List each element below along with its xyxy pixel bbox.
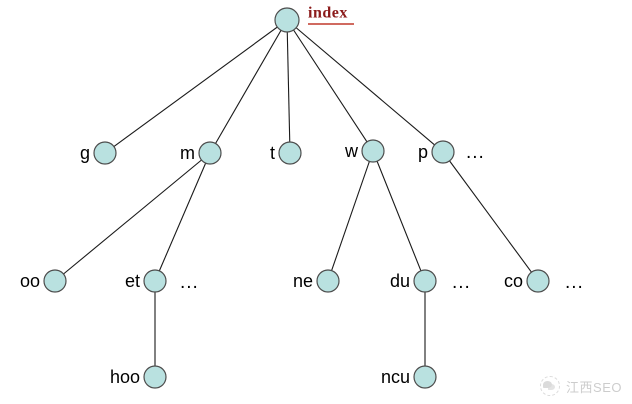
tree-node-t[interactable]: t: [270, 141, 302, 165]
tree-node-co[interactable]: co: [504, 269, 550, 293]
node-circle-du[interactable]: [413, 269, 437, 293]
tree-node-ne[interactable]: ne: [293, 269, 340, 293]
edge-root-w: [286, 19, 368, 143]
edge-m-et: [158, 152, 211, 272]
node-circle-t[interactable]: [278, 141, 302, 165]
tree-node-du[interactable]: du: [390, 269, 437, 293]
node-label-hoo: hoo: [110, 367, 140, 387]
nodes-group: g m t w p oo et ne du co hoo ncu: [20, 7, 550, 389]
tree-node-ncu[interactable]: ncu: [381, 365, 437, 389]
tree-node-w[interactable]: w: [344, 139, 385, 163]
node-label-ncu: ncu: [381, 367, 410, 387]
edge-w-ne: [331, 150, 374, 271]
root-title-group: index: [308, 5, 354, 25]
edge-m-oo: [63, 152, 211, 275]
node-circle-ne[interactable]: [316, 269, 340, 293]
node-label-co: co: [504, 271, 523, 291]
node-label-p: p: [418, 142, 428, 162]
ellipsis-du: ...: [452, 272, 471, 293]
node-label-m: m: [180, 143, 195, 163]
node-circle-m[interactable]: [198, 141, 222, 165]
edge-p-co: [442, 151, 532, 273]
node-circle-et[interactable]: [143, 269, 167, 293]
tree-node-m[interactable]: m: [180, 141, 222, 165]
tree-node-hoo[interactable]: hoo: [110, 365, 167, 389]
edge-root-g: [113, 19, 288, 147]
node-circle-co[interactable]: [526, 269, 550, 293]
edge-w-du: [372, 150, 422, 271]
root-title-label: index: [308, 5, 348, 22]
node-circle-w[interactable]: [361, 139, 385, 163]
node-circle-root[interactable]: [274, 7, 300, 33]
edge-root-t: [286, 19, 291, 143]
tree-node-p[interactable]: p: [418, 140, 455, 164]
node-circle-oo[interactable]: [43, 269, 67, 293]
node-label-ne: ne: [293, 271, 313, 291]
ellipsis-level1: ...: [466, 142, 485, 163]
ellipses-group: ............: [180, 142, 584, 293]
node-label-du: du: [390, 271, 410, 291]
edge-root-m: [215, 19, 288, 144]
node-label-g: g: [80, 143, 90, 163]
ellipsis-et: ...: [180, 272, 199, 293]
tree-node-g[interactable]: g: [80, 141, 117, 165]
node-circle-hoo[interactable]: [143, 365, 167, 389]
node-label-et: et: [125, 271, 140, 291]
ellipsis-co: ...: [565, 272, 584, 293]
edges-group: [63, 19, 532, 366]
tree-node-et[interactable]: et: [125, 269, 167, 293]
node-label-w: w: [344, 141, 359, 161]
node-circle-g[interactable]: [93, 141, 117, 165]
tree-node-oo[interactable]: oo: [20, 269, 67, 293]
node-circle-p[interactable]: [431, 140, 455, 164]
node-label-t: t: [270, 143, 275, 163]
tree-node-root[interactable]: [274, 7, 300, 33]
edge-root-p: [286, 19, 435, 146]
node-circle-ncu[interactable]: [413, 365, 437, 389]
node-label-oo: oo: [20, 271, 40, 291]
